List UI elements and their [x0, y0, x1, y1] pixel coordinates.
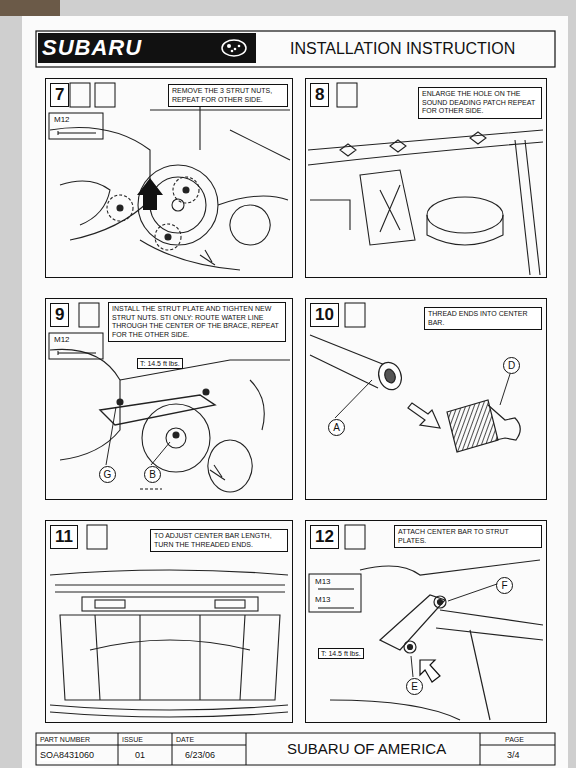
spec-label: M12 — [54, 335, 70, 345]
step-panel: 9 INSTALL THE STRUT PLATE AND TIGHTEN NEW… — [45, 298, 293, 500]
step-number: 7 — [50, 83, 69, 107]
step-number: 11 — [50, 525, 78, 549]
leader-line — [448, 584, 497, 601]
wrench-icon — [49, 83, 365, 612]
leader-line — [411, 656, 413, 677]
instruction-text: ENLARGE THE HOLE ON THE SOUND DEADING PA… — [418, 87, 542, 119]
table-cell: SUBARU OF AMERICA — [287, 740, 446, 757]
instruction-text: INSTALL THE STRUT PLATE AND TIGHTEN NEW … — [108, 302, 286, 342]
table-cell: 01 — [135, 750, 145, 761]
callout-letter-text: F — [501, 581, 507, 591]
step-panel: 7 REMOVE THE 3 STRUT NUTS, REPEAT FOR OTH… — [45, 78, 293, 278]
callout-letter-text: E — [411, 682, 418, 692]
attach-bar-drawing — [330, 560, 543, 720]
callout-letter-text: B — [149, 470, 156, 480]
step-panel: 10 THREAD ENDS INTO CENTER BAR. A D — [305, 298, 547, 500]
center-bar-drawing — [310, 335, 520, 452]
leader-line — [151, 442, 170, 465]
spec-label: M13 — [315, 595, 331, 605]
strut-tower-drawing — [50, 95, 290, 270]
spec-label: M12 — [54, 115, 70, 125]
table-cell: PART NUMBER — [40, 735, 90, 744]
step-panel: 12 ATTACH CENTER BAR TO STRUT PLATES. F E — [305, 520, 547, 723]
callout-letter-text: D — [508, 361, 515, 371]
footer-table — [36, 733, 555, 765]
spec-label: T: 14.5 ft lbs. — [318, 648, 364, 659]
step-number: 12 — [310, 525, 339, 549]
step-panel: 8 ENLARGE THE HOLE ON THE SOUND DEADING P… — [305, 78, 547, 278]
header-frame — [36, 31, 555, 67]
trunk-view-drawing — [50, 570, 288, 717]
callout-letter: F — [496, 577, 513, 594]
instruction-text: REMOVE THE 3 STRUT NUTS, REPEAT FOR OTHE… — [168, 84, 288, 107]
brand-logo — [222, 40, 246, 56]
leader-line — [106, 407, 116, 465]
background-object — [0, 0, 60, 16]
table-cell: 3/4 — [507, 750, 520, 761]
leader-line — [500, 374, 510, 405]
callout-letter-text: G — [104, 470, 112, 480]
callout-letter-text: A — [333, 423, 340, 433]
page-title: INSTALLATION INSTRUCTION — [290, 40, 515, 58]
sound-patch-drawing — [308, 130, 543, 275]
step-number: 10 — [310, 303, 339, 327]
direction-arrow — [137, 178, 163, 210]
table-cell: 6/23/06 — [185, 750, 215, 761]
step-number: 8 — [310, 83, 329, 107]
leader-line — [335, 380, 372, 418]
paper — [22, 16, 568, 768]
table-cell: PAGE — [505, 735, 524, 744]
table-cell: ISSUE — [122, 735, 143, 744]
step-panel: 11 TO ADJUST CENTER BAR LENGTH, TURN THE … — [45, 520, 293, 723]
brand-name: SUBARU — [42, 36, 142, 60]
spec-label: T: 14.5 ft lbs. — [137, 358, 183, 369]
callout-letter: A — [328, 419, 345, 436]
nut-mark — [140, 488, 162, 489]
strut-plate-drawing — [50, 349, 290, 492]
instruction-text: TO ADJUST CENTER BAR LENGTH, TURN THE TH… — [150, 529, 288, 552]
callout-letter: E — [406, 678, 423, 695]
callout-letter: D — [503, 357, 520, 374]
table-cell: DATE — [176, 735, 194, 744]
instruction-text: THREAD ENDS INTO CENTER BAR. — [424, 307, 542, 330]
brand-band — [38, 33, 256, 63]
callout-letter: G — [99, 466, 116, 483]
callout-letter: B — [144, 466, 161, 483]
step-number: 9 — [50, 303, 69, 327]
direction-arrow — [420, 660, 440, 682]
instruction-text: ATTACH CENTER BAR TO STRUT PLATES. — [394, 525, 542, 548]
table-cell: SOA8431060 — [40, 750, 94, 761]
spec-label: M13 — [315, 577, 331, 587]
